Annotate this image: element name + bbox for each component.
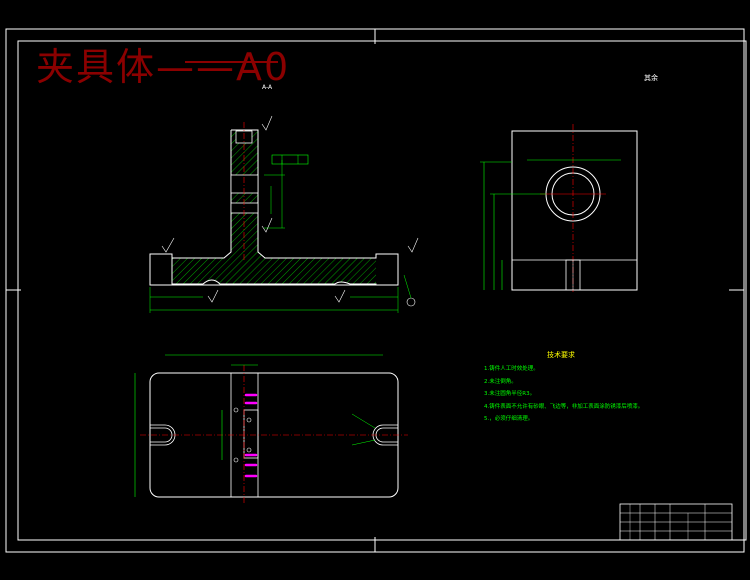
tech-item: 4.铸件表面不允许有砂眼、飞边等，非加工表面涂防锈漆后喷漆。	[484, 403, 644, 410]
side-view	[480, 124, 638, 292]
drawing-title: 夹具体——A0	[36, 45, 291, 89]
tech-item: 5.，必须仔细清理。	[484, 416, 534, 422]
front-section-view	[149, 115, 419, 313]
tech-item: 3.未注圆角半径R3。	[484, 391, 536, 397]
tech-item: 1.铸件人工时效处理。	[484, 366, 539, 372]
title-block	[619, 503, 733, 541]
roughness-note: 其余	[644, 74, 658, 82]
top-view	[134, 354, 408, 505]
section-label: A-A	[262, 84, 273, 91]
tech-requirements-list: 1.铸件人工时效处理。 2.未注倒角。 3.未注圆角半径R3。 4.铸件表面不允…	[484, 363, 643, 426]
tech-requirements-heading: 技术要求	[547, 351, 575, 359]
tech-item: 2.未注倒角。	[484, 378, 517, 385]
